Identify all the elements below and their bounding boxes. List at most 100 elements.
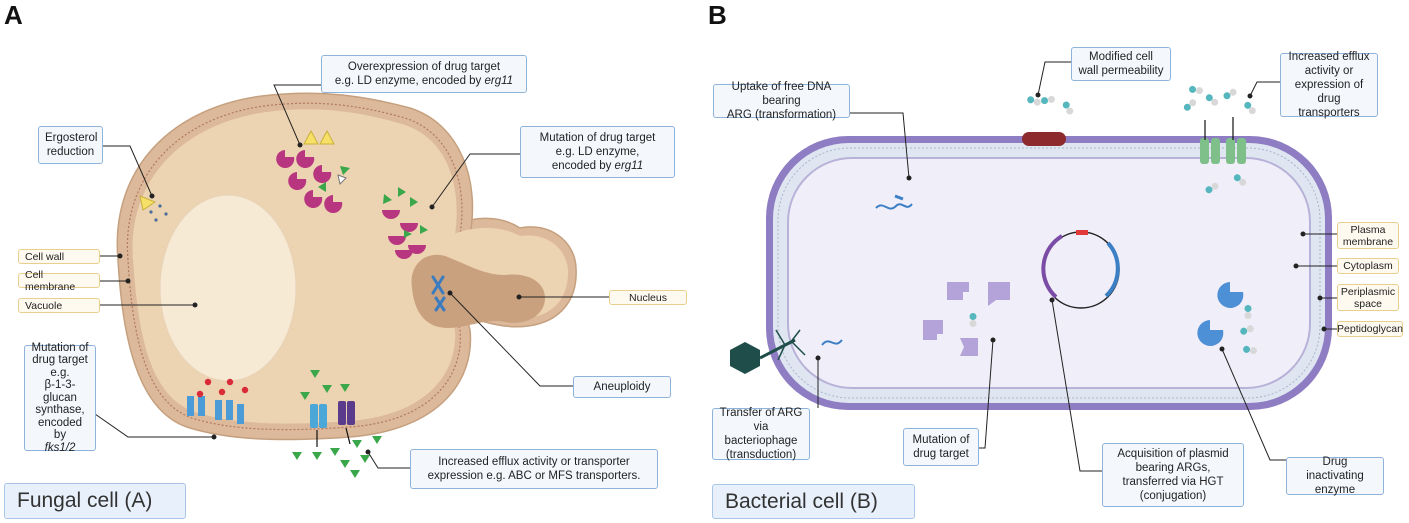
fungal-cell xyxy=(116,92,577,478)
callout-overexpression: Overexpression of drug target e.g. LD en… xyxy=(321,55,527,93)
callout-uptake: Uptake of free DNA bearing ARG (transfor… xyxy=(713,81,850,121)
callout-bacterial-efflux: Increased efflux activity or expression … xyxy=(1280,51,1378,119)
callout-inactivating-enzyme: Drug inactivating enzyme xyxy=(1286,456,1384,496)
bacterial-cell xyxy=(730,85,1332,410)
tag-plasma-membrane: Plasma membrane xyxy=(1337,222,1399,249)
dna-strand-icon xyxy=(821,339,843,346)
tag-periplasmic-line1: Periplasmic xyxy=(1340,285,1396,298)
callout-fungal-efflux-line2: expression e.g. ABC or MFS transporters. xyxy=(427,470,641,482)
callout-uptake-line1: Uptake of free DNA bearing xyxy=(731,81,832,107)
bacterial-efflux-pump-icon xyxy=(1200,138,1246,164)
caption-bacterial-cell: Bacterial cell (B) xyxy=(712,484,915,519)
callout-overexpression-line2: e.g. LD enzyme, encoded by erg11 xyxy=(328,74,520,88)
tag-cell-membrane: Cell membrane xyxy=(18,269,100,293)
gene-erg11: erg11 xyxy=(484,75,514,87)
vacuole xyxy=(159,194,297,382)
callout-bacterial-mutation-line1: Mutation of xyxy=(912,434,970,446)
callout-plasmid-line2: bearing ARGs, xyxy=(1135,462,1211,474)
callout-ergosterol-line1: Ergosterol xyxy=(45,132,98,144)
panel-b-leader-lines xyxy=(815,61,1337,472)
callout-mutation-line3: encoded by erg11 xyxy=(527,159,668,173)
callout-glucan-line3: e.g. xyxy=(50,366,70,379)
callout-mutation-ld: Mutation of drug target e.g. LD enzyme, … xyxy=(520,126,675,178)
callout-fungal-efflux-line1: Increased efflux activity or transporter xyxy=(438,456,630,468)
callout-bacterial-efflux-line1: Increased efflux xyxy=(1288,51,1370,63)
panel-a-leader-lines xyxy=(94,84,609,469)
callout-permeability: Modified cell wall permeability xyxy=(1071,47,1171,81)
callout-permeability-line2: wall permeability xyxy=(1078,65,1164,77)
mutated-drug-targets xyxy=(923,282,1010,356)
drug-inactivating-enzymes xyxy=(1197,282,1244,346)
callout-transduction-line2: via bacteriophage xyxy=(724,421,798,447)
tag-cell-wall: Cell wall xyxy=(18,249,100,264)
callout-overexpression-line1: Overexpression of drug target xyxy=(347,61,501,73)
callout-mutation-line2: e.g. LD enzyme, xyxy=(555,146,640,158)
membrane-triangle xyxy=(303,129,319,145)
callout-glucan-line4: β-1-3-glucan xyxy=(43,379,77,404)
bacteriophage-icon xyxy=(730,329,806,374)
tag-periplasmic-space: Periplasmic space xyxy=(1337,284,1399,311)
callout-mutation-text: encoded by xyxy=(551,160,612,172)
glucan-synthase-proteins xyxy=(187,378,249,424)
callout-glucan-line2: drug target xyxy=(32,354,88,367)
efflux-arrow xyxy=(345,427,351,445)
tag-periplasmic-line2: space xyxy=(1353,297,1383,310)
effluxed-drug-triangles xyxy=(292,370,382,478)
callout-mutation-line1: Mutation of drug target xyxy=(539,132,656,144)
tag-cytoplasm: Cytoplasm xyxy=(1337,258,1399,274)
bacterial-peptidoglycan xyxy=(777,147,1321,399)
mutated-ld-enzymes xyxy=(382,210,426,259)
callout-glucan-line6: encoded by xyxy=(37,416,83,442)
caption-fungal-cell: Fungal cell (A) xyxy=(4,483,186,519)
callout-overexpression-text: e.g. LD enzyme, encoded by xyxy=(334,75,482,87)
panel-a-letter: A xyxy=(4,0,23,30)
drug-triangles-mutation xyxy=(383,187,428,238)
callout-bacterial-efflux-line4: drug transporters xyxy=(1298,93,1360,119)
dna-strand-icon xyxy=(875,203,913,210)
callout-glucan-synthase: Mutation of drug target e.g. β-1-3-gluca… xyxy=(24,341,96,454)
callout-fungal-efflux: Increased efflux activity or transporter… xyxy=(410,449,658,489)
ergosterol-dots xyxy=(149,204,168,222)
callout-plasmid-line4: (conjugation) xyxy=(1139,490,1207,502)
chromosome-icon xyxy=(431,275,446,312)
callout-aneuploidy: Aneuploidy xyxy=(573,376,671,398)
tag-plasma-membrane-line1: Plasma xyxy=(1350,223,1386,236)
tag-plasma-membrane-line2: membrane xyxy=(1342,235,1394,248)
callout-glucan-line1: Mutation of xyxy=(31,341,89,354)
ld-enzyme-cluster xyxy=(276,150,343,213)
bacterial-plasma-membrane xyxy=(787,157,1311,389)
callout-bacterial-efflux-line2: activity or xyxy=(1304,65,1354,77)
pill-icon xyxy=(969,85,1257,355)
callout-plasmid-conjugation: Acquisition of plasmid bearing ARGs, tra… xyxy=(1102,443,1244,507)
tag-vacuole: Vacuole xyxy=(18,298,100,313)
porin-channel xyxy=(1022,132,1066,146)
callout-plasmid-line1: Acquisition of plasmid xyxy=(1117,448,1229,460)
callout-ergosterol-line2: reduction xyxy=(46,146,95,158)
callout-bacterial-efflux-line3: expression of xyxy=(1294,79,1364,91)
callout-uptake-line2: ARG (transformation) xyxy=(726,109,837,121)
dna-strand-icon xyxy=(894,194,904,201)
callout-plasmid-line3: transferred via HGT xyxy=(1122,476,1224,488)
callout-glucan-line5: synthase, xyxy=(35,404,85,417)
gene-erg11: erg11 xyxy=(614,160,644,172)
callout-bacterial-mutation: Mutation of drug target xyxy=(903,428,979,466)
plasmid-icon xyxy=(1041,230,1120,309)
efflux-pump-icon xyxy=(310,401,355,428)
callout-inactivating-line2: enzyme xyxy=(1314,484,1356,496)
callout-ergosterol: Ergosterol reduction xyxy=(38,126,103,164)
gene-fks: fks1/2 xyxy=(44,441,76,454)
membrane-triangle xyxy=(319,129,335,145)
callout-transduction-line1: Transfer of ARG xyxy=(719,407,803,419)
callout-permeability-line1: Modified cell xyxy=(1089,51,1153,63)
tag-peptidoglycan: Peptidoglycan xyxy=(1337,321,1403,337)
callout-inactivating-line1: Drug inactivating xyxy=(1306,456,1364,482)
drug-triangles-upper xyxy=(318,166,350,192)
ergosterol-triangle xyxy=(139,195,157,211)
callout-transduction: Transfer of ARG via bacteriophage (trans… xyxy=(712,407,810,461)
callout-transduction-line3: (transduction) xyxy=(725,449,797,461)
panel-b-letter: B xyxy=(708,0,727,30)
tag-nucleus: Nucleus xyxy=(609,290,687,305)
callout-bacterial-mutation-line2: drug target xyxy=(913,448,969,460)
